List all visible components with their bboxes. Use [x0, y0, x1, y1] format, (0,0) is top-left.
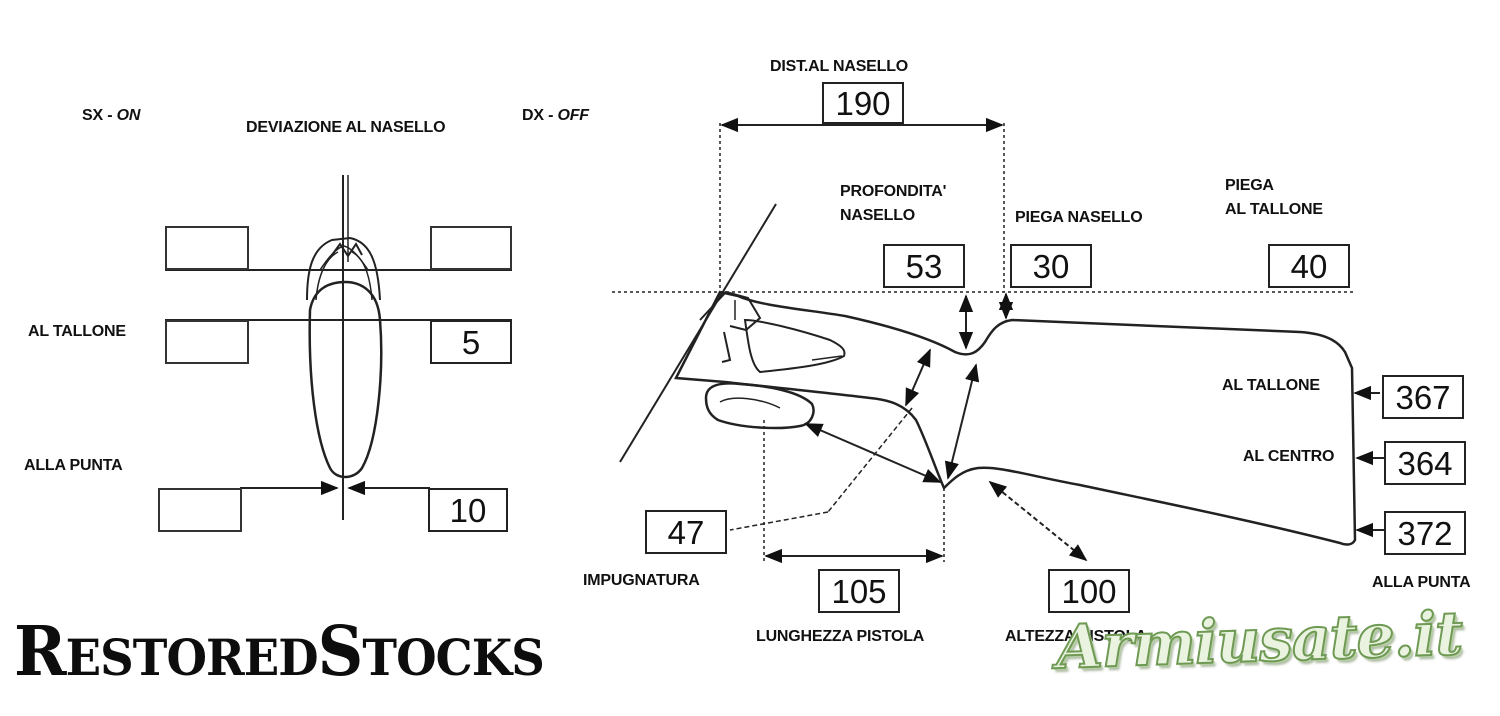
profondita-label-1: PROFONDITA'	[840, 183, 947, 200]
piega-nasello-value: 30	[1010, 244, 1092, 288]
deviazione-title: DEVIAZIONE AL NASELLO	[246, 119, 446, 136]
impugnatura-value: 47	[645, 510, 727, 554]
dist-nasello-label: DIST.AL NASELLO	[770, 58, 909, 75]
toe-deviation-value: 10	[428, 488, 508, 532]
armiusate-watermark: Armiusate.it	[1054, 598, 1464, 684]
sx-heel-box-top	[165, 226, 249, 270]
length-center-label: AL CENTRO	[1243, 448, 1335, 465]
length-heel-value: 367	[1382, 375, 1464, 419]
logo-big-s: S	[317, 612, 364, 692]
piega-tallone-value: 40	[1268, 244, 1350, 288]
sx-label-text: SX -	[82, 107, 117, 124]
altezza-value: 100	[1048, 569, 1130, 613]
profondita-label-2: NASELLO	[840, 207, 916, 224]
piega-tallone-label-1: PIEGA	[1225, 177, 1274, 194]
logo-big-r: R	[14, 612, 67, 692]
logo-small-estored: ESTORED	[65, 628, 319, 687]
sx-toe-box	[158, 488, 242, 532]
lunghezza-label: LUNGHEZZA PISTOLA	[756, 628, 925, 645]
length-center-value: 364	[1384, 441, 1466, 485]
heel-deviation-value: 5	[430, 320, 512, 364]
length-toe-value: 372	[1384, 511, 1466, 555]
impugnatura-label: IMPUGNATURA	[583, 572, 700, 589]
altezza-label: ALTEZZA PISTOLA	[1005, 628, 1147, 645]
dx-state: OFF	[557, 107, 589, 124]
sx-heel-box	[165, 320, 249, 364]
profondita-value: 53	[883, 244, 965, 288]
dx-heel-box-top	[430, 226, 512, 270]
length-heel-label: AL TALLONE	[1222, 377, 1320, 394]
toe-label-left: ALLA PUNTA	[24, 457, 123, 474]
piega-nasello-label: PIEGA NASELLO	[1015, 209, 1143, 226]
logo-small-tocks: TOCKS	[362, 628, 544, 687]
restoredstocks-logo: RESTOREDSTOCKS	[14, 612, 545, 698]
length-toe-label: ALLA PUNTA	[1372, 574, 1471, 591]
lunghezza-value: 105	[818, 569, 900, 613]
dist-nasello-value: 190	[822, 82, 904, 124]
piega-tallone-label-2: AL TALLONE	[1225, 201, 1323, 218]
dx-label-text: DX -	[522, 107, 558, 124]
dx-label: DX - OFF	[522, 106, 589, 126]
sx-state: ON	[116, 107, 141, 124]
side-view	[612, 117, 1384, 564]
sx-label: SX - ON	[82, 106, 140, 126]
heel-label-left: AL TALLONE	[28, 323, 126, 340]
